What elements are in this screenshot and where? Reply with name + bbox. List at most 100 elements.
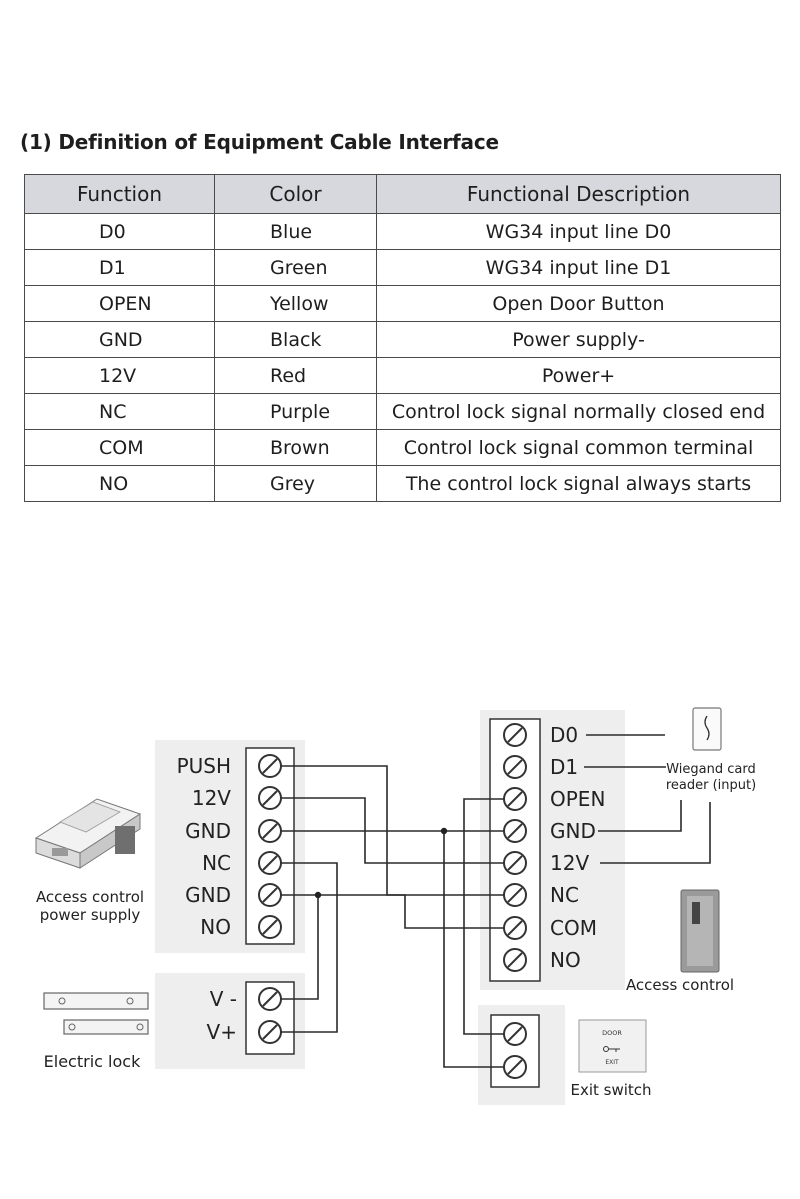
- terminal-label-com: COM: [550, 916, 597, 940]
- table-row: D1 Green WG34 input line D1: [24, 249, 781, 286]
- junction-dot: [440, 827, 448, 835]
- power-supply-caption-line1: Access control: [36, 888, 144, 906]
- table-row: OPEN Yellow Open Door Button: [24, 285, 781, 322]
- wire-gnd-to-v-minus: [281, 895, 319, 1000]
- cell-function: GND: [24, 321, 215, 358]
- screw-terminal-icon: [503, 723, 527, 747]
- terminal-label-open: OPEN: [550, 787, 605, 811]
- screw-terminal-icon: [258, 883, 282, 907]
- screw-terminal-icon: [258, 754, 282, 778]
- header-function: Function: [24, 174, 215, 214]
- screw-terminal-icon: [503, 755, 527, 779]
- power-supply-screws: [258, 754, 282, 939]
- key-icon: [603, 1046, 620, 1052]
- access-control-device-icon: [680, 889, 720, 973]
- terminal-label-v-plus: V+: [207, 1020, 237, 1044]
- cell-description: Power+: [376, 357, 781, 394]
- screw-terminal-icon: [503, 948, 527, 972]
- electric-lock-icon: [43, 992, 149, 1035]
- wire-gnd-to-reader: [598, 800, 682, 832]
- cell-description: WG34 input line D0: [376, 213, 781, 250]
- exit-switch-exit-text: EXIT: [605, 1059, 619, 1066]
- terminal-label-nc: NC: [202, 851, 231, 875]
- cell-color: Green: [214, 249, 377, 286]
- wire-gnd-to-com: [281, 894, 504, 929]
- terminal-label-no: NO: [550, 948, 581, 972]
- lock-labels: V - V+: [207, 987, 237, 1044]
- reader-caption-line1: Wiegand card: [666, 762, 756, 777]
- terminal-label-no: NO: [200, 915, 231, 939]
- table-row: 12V Red Power+: [24, 357, 781, 394]
- cell-color: Blue: [214, 213, 377, 250]
- power-supply-labels: PUSH 12V GND NC GND NO: [177, 754, 232, 939]
- cell-description: The control lock signal always starts: [376, 465, 781, 502]
- header-description: Functional Description: [376, 174, 781, 214]
- cell-function: D0: [24, 213, 215, 250]
- card-reader-icon: [692, 707, 722, 751]
- cell-description: WG34 input line D1: [376, 249, 781, 286]
- wire-12v-to-reader: [600, 802, 711, 864]
- table-row: NO Grey The control lock signal always s…: [24, 465, 781, 502]
- wires: [281, 734, 711, 1068]
- cell-function: 12V: [24, 357, 215, 394]
- screw-terminal-icon: [503, 1055, 527, 1079]
- screw-terminal-icon: [503, 851, 527, 875]
- cell-function: D1: [24, 249, 215, 286]
- power-supply-caption-line2: power supply: [40, 906, 141, 924]
- screw-terminal-icon: [258, 987, 282, 1011]
- cell-color: Red: [214, 357, 377, 394]
- reader-caption-line2: reader (input): [666, 778, 756, 793]
- terminal-label-d1: D1: [550, 755, 578, 779]
- cell-color: Brown: [214, 429, 377, 466]
- exit-switch-icon: DOOR EXIT: [578, 1019, 647, 1073]
- cell-color: Yellow: [214, 285, 377, 322]
- terminal-label-gnd: GND: [185, 819, 231, 843]
- controller-screws: [503, 723, 527, 972]
- electric-lock-caption: Electric lock: [44, 1052, 141, 1071]
- power-supply-device-icon: [34, 798, 142, 869]
- terminal-label-push: PUSH: [177, 754, 231, 778]
- cell-function: COM: [24, 429, 215, 466]
- cable-interface-table: Function Color Functional Description D0…: [24, 174, 781, 502]
- table-row: NC Purple Control lock signal normally c…: [24, 393, 781, 430]
- screw-terminal-icon: [503, 1022, 527, 1046]
- power-supply-caption: Access control power supply: [36, 888, 144, 924]
- table-row: D0 Blue WG34 input line D0: [24, 213, 781, 250]
- table-row: GND Black Power supply-: [24, 321, 781, 358]
- cell-function: NO: [24, 465, 215, 502]
- terminal-label-d0: D0: [550, 723, 578, 747]
- cell-description: Open Door Button: [376, 285, 781, 322]
- cell-color: Black: [214, 321, 377, 358]
- cell-description: Control lock signal normally closed end: [376, 393, 781, 430]
- screw-terminal-icon: [258, 1020, 282, 1044]
- cell-description: Control lock signal common terminal: [376, 429, 781, 466]
- screw-terminal-icon: [503, 883, 527, 907]
- controller-labels: D0 D1 OPEN GND 12V NC COM NO: [550, 723, 605, 972]
- table-header-row: Function Color Functional Description: [24, 174, 781, 214]
- access-control-caption: Access control: [626, 976, 734, 994]
- wire-gnd-to-exit-switch: [443, 831, 504, 1068]
- wire-nc-to-v-plus: [281, 862, 338, 1033]
- terminal-label-gnd-2: GND: [185, 883, 231, 907]
- lock-screws: [258, 987, 282, 1044]
- screw-terminal-icon: [503, 819, 527, 843]
- table-row: COM Brown Control lock signal common ter…: [24, 429, 781, 466]
- screw-terminal-icon: [258, 819, 282, 843]
- wire-open-to-exit-switch: [463, 798, 504, 1035]
- reader-caption: Wiegand card reader (input): [666, 762, 756, 793]
- terminal-label-12v: 12V: [550, 851, 589, 875]
- cell-color: Grey: [214, 465, 377, 502]
- screw-terminal-icon: [258, 915, 282, 939]
- screw-terminal-icon: [503, 787, 527, 811]
- exit-switch-door-text: DOOR: [602, 1029, 622, 1037]
- cell-description: Power supply-: [376, 321, 781, 358]
- terminal-label-gnd: GND: [550, 819, 596, 843]
- cell-function: NC: [24, 393, 215, 430]
- terminal-label-12v: 12V: [192, 786, 231, 810]
- junction-dot: [314, 891, 322, 899]
- screw-terminal-icon: [503, 916, 527, 940]
- section-heading: (1) Definition of Equipment Cable Interf…: [20, 130, 499, 154]
- exit-switch-caption: Exit switch: [570, 1081, 651, 1099]
- screw-terminal-icon: [258, 786, 282, 810]
- exit-switch-screws: [503, 1022, 527, 1079]
